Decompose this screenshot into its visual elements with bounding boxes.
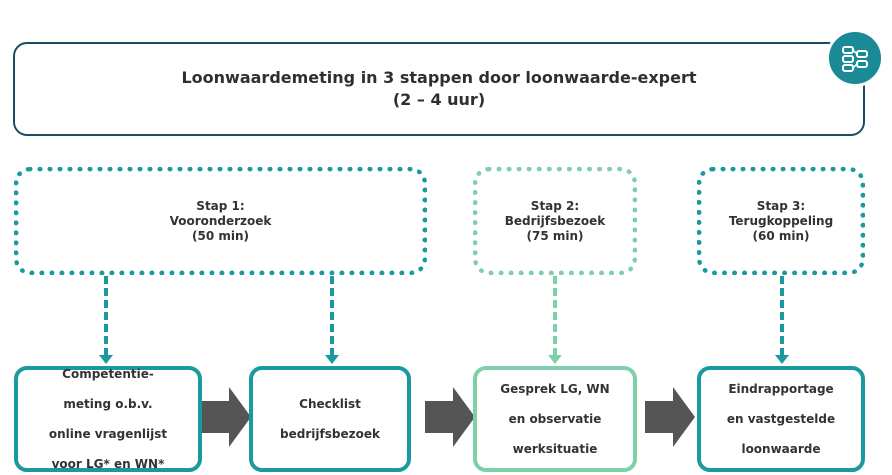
activity-1-line-2: meting o.b.v. [63, 396, 153, 411]
flow-arrow-1 [201, 387, 251, 447]
connector-step3-arrowhead [775, 355, 789, 364]
title-box: Loonwaardemeting in 3 stappen door loonw… [13, 42, 865, 136]
activity-checklist-text: Checklist bedrijfsbezoek [280, 382, 380, 457]
activity-1-line-4: voor LG* en WN* [51, 456, 165, 471]
activity-3-line-2: en observatie [508, 411, 602, 426]
connector-step3 [780, 276, 784, 356]
step-2-duration: (75 min) [526, 228, 584, 243]
connector-step1-right [330, 276, 334, 356]
connector-step1-left-arrowhead [99, 355, 113, 364]
flow-diagram-icon-glyph [842, 46, 868, 72]
connector-step1-left [104, 276, 108, 356]
activity-eindrapportage: Eindrapportage en vastgestelde loonwaard… [697, 366, 865, 472]
activity-checklist: Checklist bedrijfsbezoek [249, 366, 411, 472]
step-3-box: Stap 3: Terugkoppeling (60 min) [697, 167, 865, 275]
flow-diagram-icon [826, 29, 884, 87]
connector-step1-right-arrowhead [325, 355, 339, 364]
step-3-label: Stap 3: [756, 198, 806, 213]
step-1-box: Stap 1: Vooronderzoek (50 min) [14, 167, 427, 275]
step-2-box: Stap 2: Bedrijfsbezoek (75 min) [473, 167, 637, 275]
activity-1-line-3: online vragenlijst [48, 426, 168, 441]
activity-1-line-1: Competentie- [62, 366, 154, 381]
activity-4-line-1: Eindrapportage [728, 381, 834, 396]
connector-step2 [553, 276, 557, 356]
step-1-name: Vooronderzoek [169, 213, 272, 228]
flow-arrow-3 [645, 387, 695, 447]
step-1-label: Stap 1: [196, 198, 245, 213]
step-3-duration: (60 min) [752, 228, 810, 243]
step-2-label: Stap 2: [530, 198, 580, 213]
activity-gesprek: Gesprek LG, WN en observatie werksituati… [473, 366, 637, 472]
activity-4-line-3: loonwaarde [741, 441, 821, 456]
step-1-duration: (50 min) [191, 228, 249, 243]
activity-3-line-3: werksituatie [512, 441, 598, 456]
title-line-1: Loonwaardemeting in 3 stappen door loonw… [181, 68, 697, 87]
title-line-2: (2 – 4 uur) [392, 90, 486, 109]
connector-step2-arrowhead [548, 355, 562, 364]
activity-eindrapportage-text: Eindrapportage en vastgestelde loonwaard… [727, 367, 835, 472]
activity-4-line-2: en vastgestelde [726, 411, 836, 426]
activity-3-line-1: Gesprek LG, WN [500, 381, 610, 396]
activity-gesprek-text: Gesprek LG, WN en observatie werksituati… [500, 367, 609, 472]
activity-2-line-2: bedrijfsbezoek [280, 426, 380, 441]
activity-competentiemeting: Competentie- meting o.b.v. online vragen… [14, 366, 202, 472]
activity-competentiemeting-text: Competentie- meting o.b.v. online vragen… [49, 352, 167, 475]
activity-2-line-1: Checklist [299, 396, 361, 411]
step-2-name: Bedrijfsbezoek [504, 213, 606, 228]
step-3-name: Terugkoppeling [728, 213, 834, 228]
flow-arrow-2 [425, 387, 475, 447]
